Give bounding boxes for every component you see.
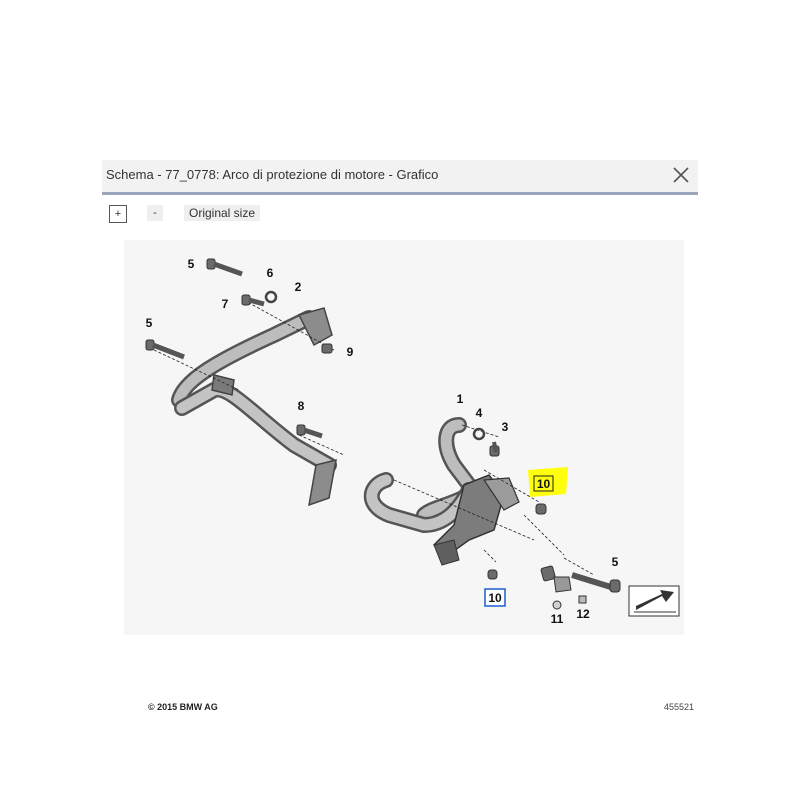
callout-labels: 5 6 2 7 5 9 8 1 4 3 5 11 12 (146, 257, 619, 626)
orientation-icon (628, 585, 680, 617)
callout-10-text: 10 (537, 477, 551, 491)
callout-1[interactable]: 1 (457, 392, 464, 406)
callout-10-selected-text: 10 (488, 591, 502, 605)
callout-4[interactable]: 4 (476, 406, 483, 420)
copyright-text: © 2015 BMW AG (148, 702, 218, 712)
close-icon (673, 167, 689, 183)
drawing-number: 455521 (664, 702, 695, 712)
dialog-titlebar: Schema - 77_0778: Arco di protezione di … (102, 160, 698, 195)
lower-crash-bar (363, 417, 520, 566)
callout-5[interactable]: 5 (146, 316, 153, 330)
callout-2[interactable]: 2 (295, 280, 302, 294)
upper-leader-lines (153, 299, 345, 456)
dialog-title: Schema - 77_0778: Arco di protezione di … (106, 167, 439, 182)
callout-5[interactable]: 5 (612, 555, 619, 569)
zoom-out-button[interactable]: - (147, 205, 163, 221)
close-button[interactable] (670, 164, 692, 186)
upper-fasteners (145, 258, 333, 439)
parts-diagram: 5 6 2 7 5 9 8 1 4 3 5 11 12 10 (145, 257, 680, 626)
original-size-button[interactable]: Original size (184, 205, 260, 221)
callout-7[interactable]: 7 (222, 297, 229, 311)
callout-5[interactable]: 5 (188, 257, 195, 271)
lower-fasteners (472, 427, 621, 610)
callout-9[interactable]: 9 (347, 345, 354, 359)
callout-11[interactable]: 11 (551, 612, 564, 626)
callout-12[interactable]: 12 (576, 607, 590, 621)
diagram-canvas[interactable]: 5 6 2 7 5 9 8 1 4 3 5 11 12 10 (124, 240, 694, 712)
callout-8[interactable]: 8 (298, 399, 305, 413)
callout-3[interactable]: 3 (502, 420, 509, 434)
lower-leader-lines (393, 424, 595, 576)
diagram-dialog: Schema - 77_0778: Arco di protezione di … (102, 160, 698, 712)
callout-6[interactable]: 6 (267, 266, 274, 280)
zoom-in-button[interactable]: + (109, 205, 127, 223)
callout-10-selected[interactable]: 10 (484, 588, 506, 607)
zoom-toolbar: + - Original size (102, 203, 698, 225)
callout-10-highlighted[interactable]: 10 (528, 467, 568, 497)
upper-crash-bar (171, 307, 337, 507)
